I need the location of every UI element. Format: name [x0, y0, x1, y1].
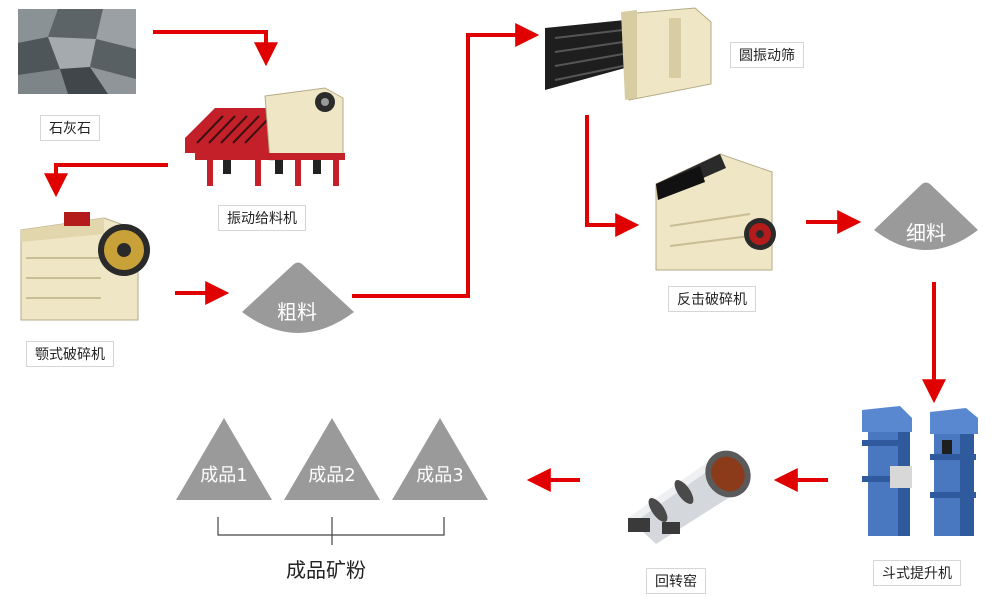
product-2-label: 成品2 [308, 465, 356, 486]
product-pile-1 [176, 418, 272, 500]
coarse-pile-label: 粗料 [277, 300, 317, 324]
vibrating-feeder-image [185, 87, 345, 186]
label-circular-screen: 圆振动筛 [730, 42, 804, 68]
products-group-label: 成品矿粉 [286, 558, 366, 582]
label-impact-crusher: 反击破碎机 [668, 286, 756, 312]
arrow-coarse-to-screen [352, 23, 540, 298]
product-3-label: 成品3 [416, 465, 464, 486]
label-jaw-crusher: 颚式破碎机 [26, 341, 114, 367]
fine-pile-label: 细料 [906, 221, 946, 245]
arrow-feeder-to-jaw [44, 163, 168, 198]
limestone-image [18, 9, 136, 94]
coarse-pile [242, 262, 354, 333]
label-limestone: 石灰石 [40, 115, 100, 141]
bucket-elevator-image [862, 406, 978, 536]
impact-crusher-image [655, 153, 776, 271]
arrow-screen-to-impact [585, 115, 640, 237]
label-bucket-elevator: 斗式提升机 [873, 560, 961, 586]
product-1-label: 成品1 [200, 465, 248, 486]
jaw-crusher-image [20, 212, 150, 321]
product-pile-3 [392, 418, 488, 500]
rotary-kiln-image [628, 450, 751, 544]
arrow-limestone-to-feeder [153, 30, 278, 67]
label-rotary-kiln: 回转窑 [646, 568, 706, 594]
product-pile-2 [284, 418, 380, 500]
products-bracket [217, 517, 445, 545]
fine-pile [874, 182, 978, 250]
label-vibrating-feeder: 振动给料机 [218, 205, 306, 231]
circular-screen-image [545, 7, 712, 101]
